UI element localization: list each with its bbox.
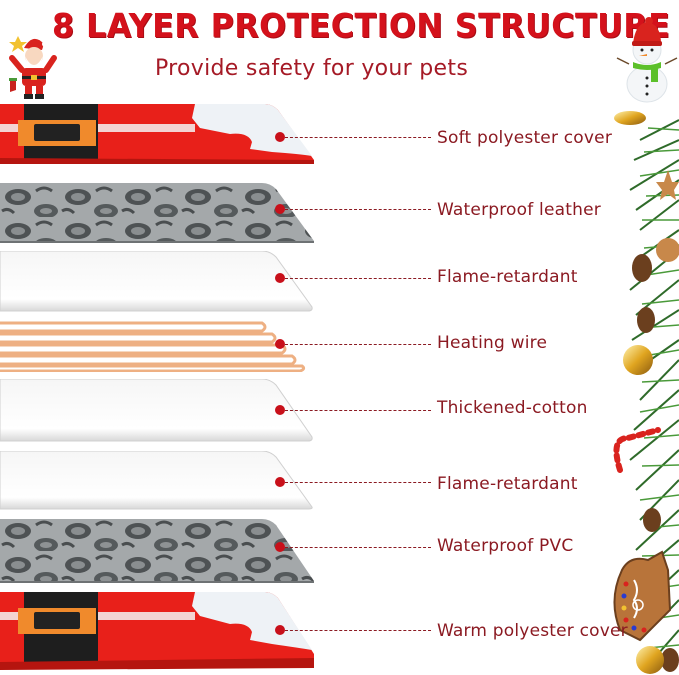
marker-dot [275,273,285,283]
layer-label: Waterproof PVC [437,536,574,556]
dashed-leader-line [285,410,431,411]
marker-dot [275,542,285,552]
dashed-leader-line [285,482,431,483]
layer-warm-polyester-cover [0,592,314,672]
dashed-leader-line [285,547,431,548]
layer-label: Soft polyester cover [437,128,613,148]
snowman-icon [616,17,678,103]
layer-label: Warm polyester cover [437,621,628,641]
page-subtitle: Provide safety for your pets [155,56,469,81]
layer-waterproof-pvc [0,517,314,585]
marker-dot [275,132,285,142]
dashed-leader-line [285,630,431,631]
marker-dot [275,477,285,487]
layer-label: Thickened-cotton [437,398,588,418]
dashed-leader-line [285,344,431,345]
dashed-leader-line [285,137,431,138]
layer-label: Flame-retardant [437,474,578,494]
layer-heating-wire [0,320,312,372]
santa-claus-icon [9,36,57,99]
marker-dot [275,625,285,635]
layer-label: Heating wire [437,333,548,353]
layer-soft-polyester-cover [0,104,314,164]
marker-dot [275,339,285,349]
layer-label: Flame-retardant [437,267,578,287]
marker-dot [275,204,285,214]
page-title: 8 LAYER PROTECTION STRUCTURE [52,6,671,45]
layer-thickened-cotton [0,379,313,443]
layer-flame-retardant-1 [0,251,313,313]
marker-dot [275,405,285,415]
dashed-leader-line [285,278,431,279]
dashed-leader-line [285,209,431,210]
layer-label: Waterproof leather [437,200,601,220]
layer-waterproof-leather [0,183,314,243]
pine-branches-icon [613,111,679,674]
layer-flame-retardant-2 [0,451,313,511]
